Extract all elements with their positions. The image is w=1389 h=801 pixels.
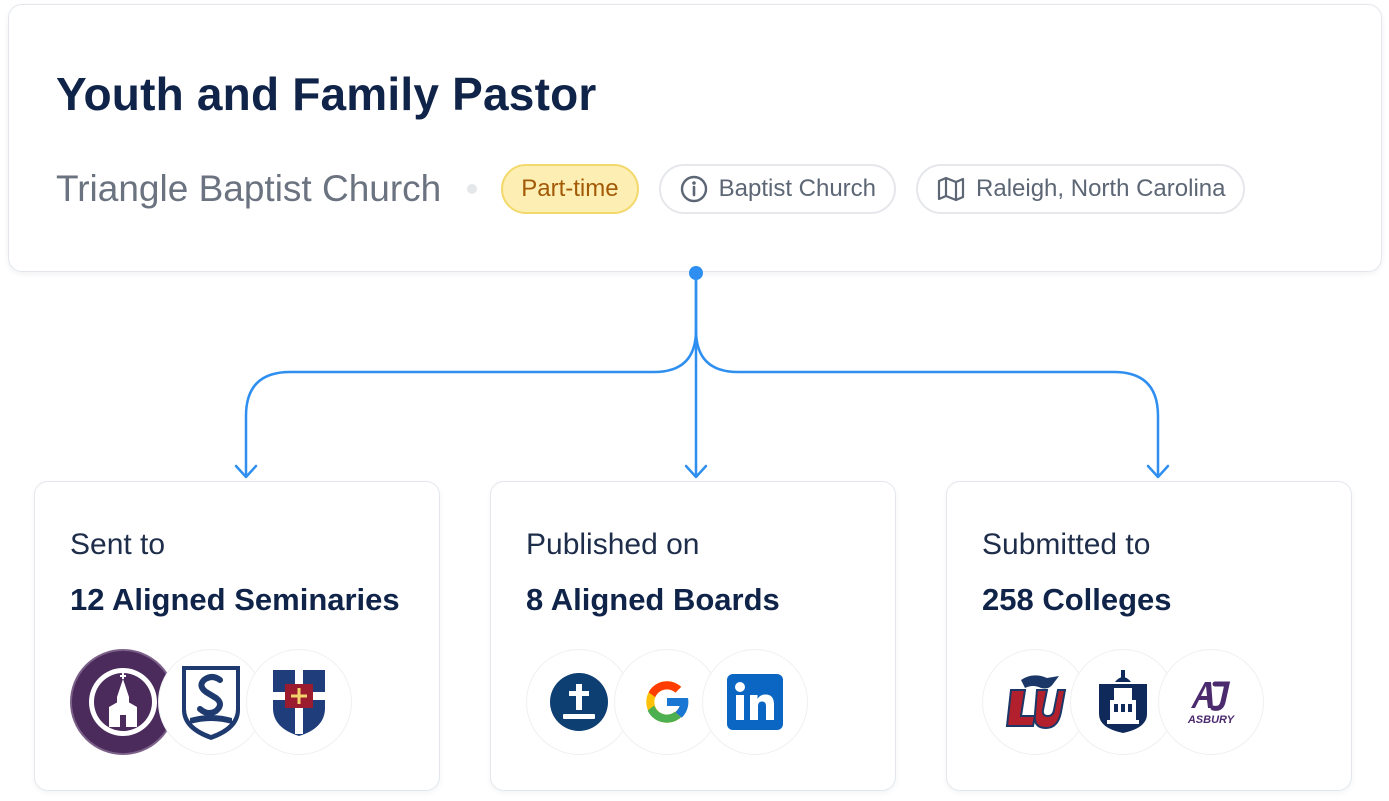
seminaries-logos <box>70 649 400 757</box>
boards-card[interactable]: Published on 8 Aligned Boards <box>490 481 896 791</box>
asbury-logo: ASBURY <box>1158 649 1264 755</box>
denomination-tag: Baptist Church <box>658 164 897 214</box>
church-name[interactable]: Triangle Baptist Church <box>56 168 442 209</box>
colleges-card[interactable]: Submitted to 258 Colleges <box>946 481 1352 791</box>
location-label: Raleigh, North Carolina <box>976 175 1226 202</box>
separator-dot <box>467 184 478 194</box>
job-title: Youth and Family Pastor <box>56 68 597 120</box>
seminaries-label: Sent to <box>70 528 166 561</box>
map-icon <box>936 174 966 204</box>
asbury-wordmark: ASBURY <box>1187 714 1236 726</box>
employment-type-label: Part-time <box>521 175 619 202</box>
location-tag: Raleigh, North Carolina <box>916 164 1246 214</box>
boards-count: 8 Aligned Boards <box>526 582 780 617</box>
job-meta: Triangle Baptist Church Part-time Baptis… <box>56 163 1265 215</box>
employment-type-badge: Part-time <box>501 164 639 214</box>
colleges-count: 258 Colleges <box>982 582 1172 617</box>
arrowhead-center <box>684 464 708 479</box>
seminaries-card[interactable]: Sent to 12 Aligned Seminaries <box>34 481 440 791</box>
job-card: Youth and Family Pastor Triangle Baptist… <box>8 4 1382 272</box>
connector-left <box>244 271 698 478</box>
connector-right <box>694 328 1160 478</box>
denomination-label: Baptist Church <box>718 175 877 202</box>
church-cross-logo <box>526 649 632 755</box>
google-logo <box>614 649 720 755</box>
info-icon <box>679 174 709 204</box>
arrowhead-left <box>234 464 258 479</box>
linkedin-logo <box>702 649 808 755</box>
seminary-cross-shield-logo <box>246 649 352 755</box>
colleges-label: Submitted to <box>982 528 1151 561</box>
boards-label: Published on <box>526 528 700 561</box>
liberty-university-logo <box>982 649 1088 755</box>
seminaries-count: 12 Aligned Seminaries <box>70 582 400 617</box>
colleges-logos: ASBURY <box>982 649 1312 757</box>
boards-logos <box>526 649 856 757</box>
seminary-chapel-logo <box>70 649 176 755</box>
arrowhead-right <box>1146 464 1170 479</box>
